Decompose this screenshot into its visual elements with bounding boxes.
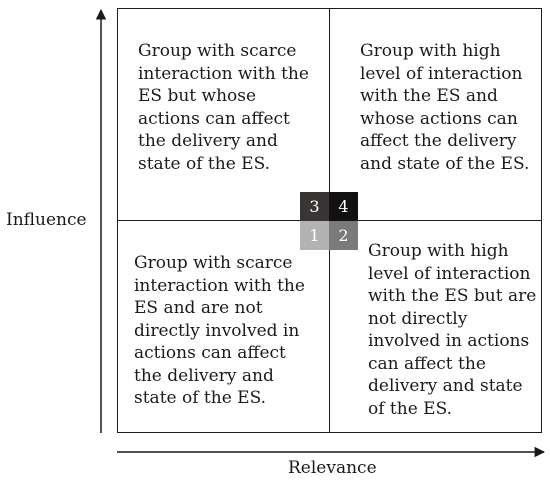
y-axis-label: Influence — [6, 210, 87, 230]
x-axis-label: Relevance — [288, 458, 377, 478]
center-cell-4: 4 — [329, 192, 358, 221]
quadrant-top-left-text: Group with scarce interaction with the E… — [138, 41, 309, 174]
quadrant-bottom-left-text: Group with scarce interaction with the E… — [134, 253, 305, 408]
quadrant-bottom-right-text: Group with high level of interaction wit… — [368, 241, 537, 419]
center-cell-1: 1 — [300, 221, 329, 250]
center-cell-3: 3 — [300, 192, 329, 221]
center-cell-2: 2 — [329, 221, 358, 250]
quadrant-top-right-text: Group with high level of interaction wit… — [360, 41, 530, 174]
